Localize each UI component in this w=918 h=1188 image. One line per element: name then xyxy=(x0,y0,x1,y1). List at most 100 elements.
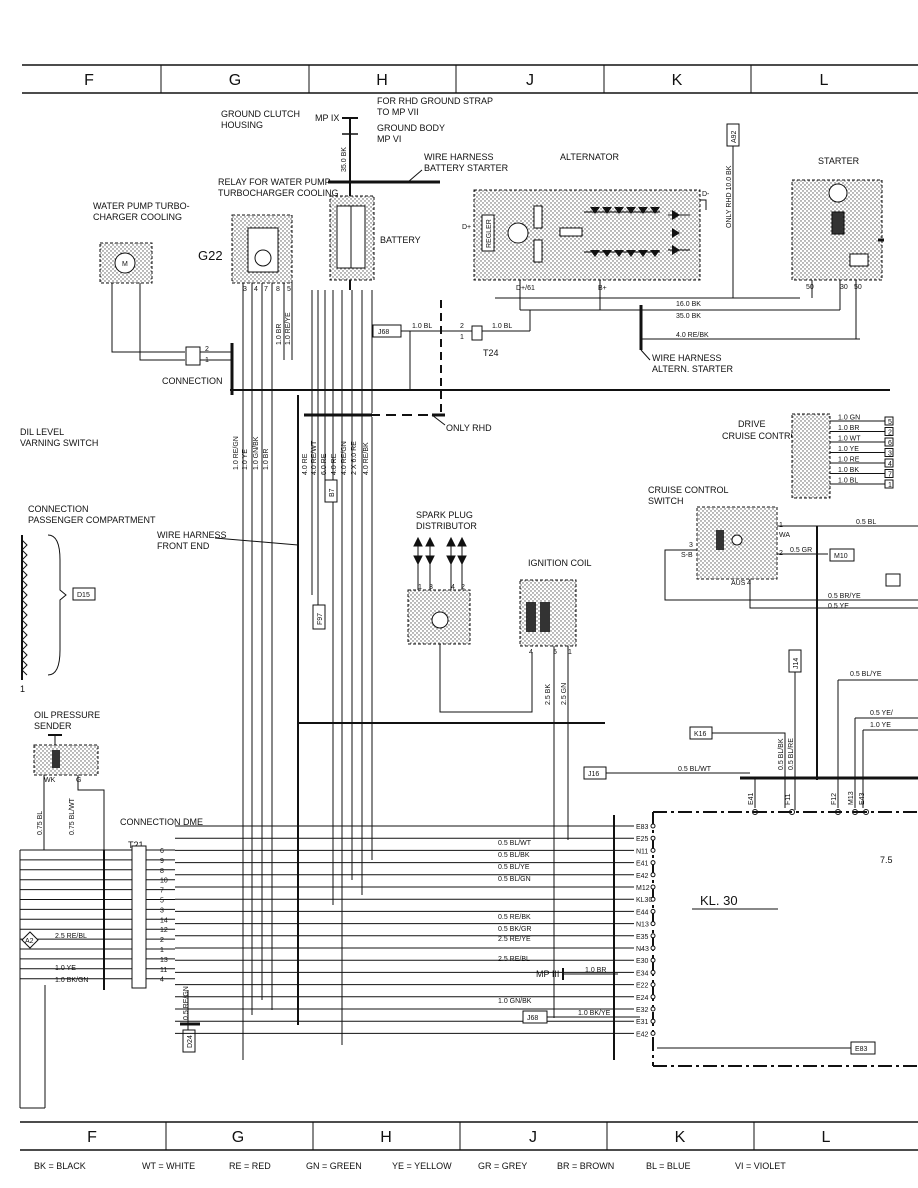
svg-text:0.5 BR/YE: 0.5 BR/YE xyxy=(828,593,861,600)
rhd-strap-label-2: TO MP VII xyxy=(377,107,419,117)
svg-text:1: 1 xyxy=(20,684,25,694)
dme-terminal: E31 xyxy=(636,1019,649,1026)
cruise-row-label: 1.0 BK xyxy=(838,467,859,474)
dme-terminal-pin xyxy=(650,957,656,963)
svg-text:0.5 BL/RE: 0.5 BL/RE xyxy=(788,738,795,770)
legend-item: VI = VIOLET xyxy=(735,1161,786,1171)
water-pump-label-2: CHARGER COOLING xyxy=(93,212,182,222)
battery: BATTERY xyxy=(329,182,421,290)
wire-harness-front-label: WIRE HARNESS xyxy=(157,530,227,540)
wire-harness-front: WIRE HARNESS FRONT END xyxy=(157,395,605,1025)
t21-pin: 1 xyxy=(160,947,164,954)
svg-text:D+: D+ xyxy=(462,224,471,231)
svg-text:1.0 GN/BK: 1.0 GN/BK xyxy=(253,436,260,470)
svg-text:B+: B+ xyxy=(598,285,607,292)
svg-text:1.0 YE: 1.0 YE xyxy=(870,722,891,729)
dme-flag: F12 xyxy=(831,793,838,805)
wire-harness-battery-label: WIRE HARNESS xyxy=(424,152,494,162)
svg-text:3: 3 xyxy=(689,542,693,549)
svg-text:1.0 BR: 1.0 BR xyxy=(585,967,606,974)
svg-text:1: 1 xyxy=(418,584,422,591)
water-pump: WATER PUMP TURBO- CHARGER COOLING M xyxy=(93,201,190,361)
svg-text:8: 8 xyxy=(276,286,280,293)
mp-ix-label: MP IX xyxy=(315,113,339,123)
bottom-column-l: L xyxy=(822,1129,831,1146)
ground-clutch-label-2: HOUSING xyxy=(221,120,263,130)
starter-wires: 16.0 BK 35.0 BK 4.0 RE/BK WIRE HARNESS A… xyxy=(495,297,860,374)
svg-text:A92: A92 xyxy=(731,130,738,143)
svg-text:1.0 BR: 1.0 BR xyxy=(276,324,283,345)
dme-terminal: E35 xyxy=(636,934,649,941)
svg-text:5: 5 xyxy=(553,649,557,656)
dme-terminal: E24 xyxy=(636,995,649,1002)
cruise-row-pin-box xyxy=(884,437,894,447)
dme-wire-label: 0.5 BL/YE xyxy=(498,864,530,871)
t21-pin: 14 xyxy=(160,917,168,924)
svg-text:4: 4 xyxy=(747,580,751,587)
svg-text:WK: WK xyxy=(44,777,56,784)
svg-text:4.0 RE/BK: 4.0 RE/BK xyxy=(363,442,370,475)
t21-pin: 5 xyxy=(160,898,164,905)
svg-text:M10: M10 xyxy=(834,553,848,560)
dme-terminal: E42 xyxy=(636,1031,649,1038)
battery-wires: 4.0 RE 4.0 RE/WT 6.0 RE 4.0 RE 4.0 RE/GN… xyxy=(302,290,445,1045)
svg-text:0.75 BL: 0.75 BL xyxy=(37,811,44,835)
svg-text:0.5 RE/GN: 0.5 RE/GN xyxy=(183,986,190,1020)
dme-terminal: E83 xyxy=(636,824,649,831)
dme-terminal: E44 xyxy=(636,909,649,916)
bottom-column-g: G xyxy=(232,1129,244,1146)
conn-passenger-label-2: PASSENGER COMPARTMENT xyxy=(28,515,156,525)
wire-harness-battery-label-2: BATTERY STARTER xyxy=(424,163,509,173)
svg-text:0.5 YE: 0.5 YE xyxy=(828,603,849,610)
water-pump-relay: RELAY FOR WATER PUMP TURBOCHARGER COOLIN… xyxy=(198,177,339,293)
mp-iii-label: MP III xyxy=(536,969,559,979)
cruise-row-pin: 3 xyxy=(888,451,892,458)
only-rhd-label: ONLY RHD xyxy=(446,423,492,433)
dme-terminal: M12 xyxy=(636,885,650,892)
cruise-row-pin: 4 xyxy=(888,461,892,468)
spark-plug-label: SPARK PLUG xyxy=(416,510,473,520)
svg-text:J14: J14 xyxy=(793,658,800,669)
cruise-switch-label-2: SWITCH xyxy=(648,496,684,506)
bottom-column-h: H xyxy=(380,1129,392,1146)
ignition-coil-label: IGNITION COIL xyxy=(528,558,592,568)
t21-pin: 4 xyxy=(160,977,164,984)
svg-text:0.75 BL/WT: 0.75 BL/WT xyxy=(69,797,76,835)
t21-pin: 9 xyxy=(160,858,164,865)
svg-text:1.0 RE/GN: 1.0 RE/GN xyxy=(233,436,240,470)
t21-label: T21 xyxy=(128,840,144,850)
dme-terminal: E22 xyxy=(636,983,649,990)
svg-text:50: 50 xyxy=(854,284,862,291)
legend-item: GN = GREEN xyxy=(306,1161,362,1171)
dme-terminal-pin xyxy=(650,1030,656,1036)
cruise-row-pin: 1 xyxy=(888,482,892,489)
svg-text:WA: WA xyxy=(779,532,790,539)
cruise-row-pin-box xyxy=(884,448,894,457)
svg-text:0.5 BL/YE: 0.5 BL/YE xyxy=(850,671,882,678)
t24-connector: J68 1.0 BL 2 1 1.0 BL T24 xyxy=(230,323,890,391)
svg-text:K16: K16 xyxy=(694,731,707,738)
svg-text:G: G xyxy=(76,777,81,784)
svg-text:1: 1 xyxy=(460,334,464,341)
svg-text:D24: D24 xyxy=(187,1035,194,1048)
relay-wp-label-2: TURBOCHARGER COOLING xyxy=(218,188,339,198)
cruise-switch-label: CRUISE CONTROL xyxy=(648,485,729,495)
alternator-label: ALTERNATOR xyxy=(560,152,620,162)
dme-terminal-pin xyxy=(650,872,656,878)
cruise-row-pin-box xyxy=(884,416,894,426)
connection-label: CONNECTION xyxy=(162,376,223,386)
dme-wires: 0.5 BL/WT0.5 BL/BK0.5 BL/YE0.5 BL/GN0.5 … xyxy=(175,825,634,1034)
svg-text:J68: J68 xyxy=(527,1015,538,1022)
bottom-column-j: J xyxy=(529,1129,537,1146)
dme-terminal-pin xyxy=(650,884,656,890)
cruise-row-label: 1.0 GN xyxy=(838,415,860,422)
relay-wp-label: RELAY FOR WATER PUMP xyxy=(218,177,331,187)
dme-wire-label: 2.5 RE/BL xyxy=(498,956,530,963)
oil-pressure-label: OIL PRESSURE xyxy=(34,710,100,720)
legend-item: BR = BROWN xyxy=(557,1161,614,1171)
column-j: J xyxy=(526,72,534,89)
top-column-strip: F G H J K L xyxy=(22,64,918,94)
dme-terminal: E41 xyxy=(636,861,649,868)
